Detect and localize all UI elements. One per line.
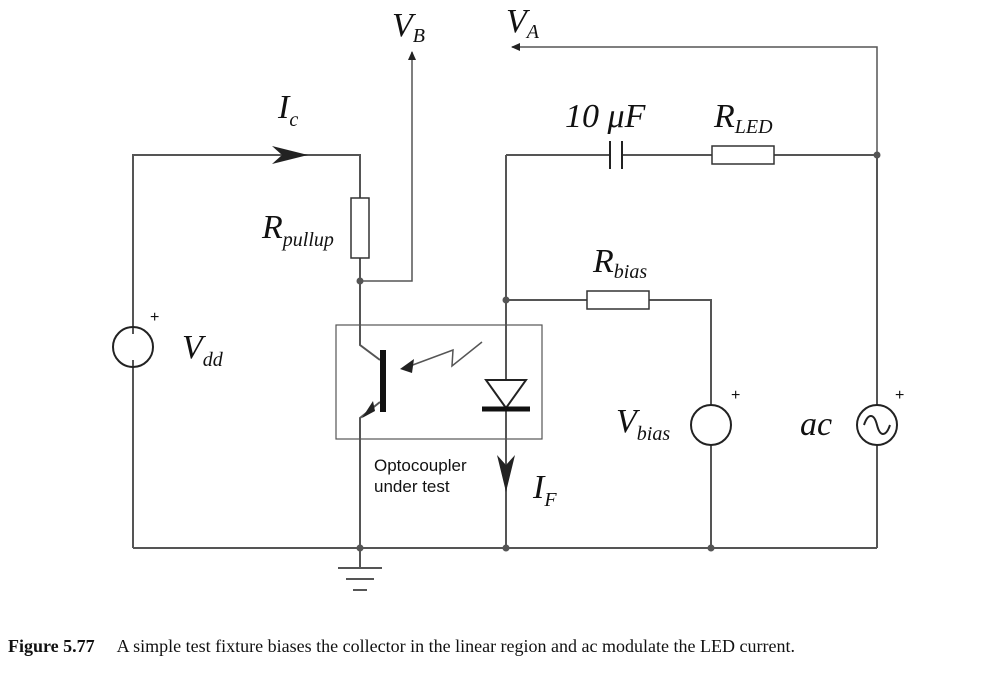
figure-number: Figure 5.77 <box>8 636 95 656</box>
wire-pullup-collector <box>359 258 381 361</box>
resistor-led <box>711 145 775 165</box>
ac-source-icon <box>856 404 898 446</box>
plus-ac: + <box>895 387 904 404</box>
vdd-source-icon <box>112 326 154 368</box>
node-right-top <box>873 151 881 159</box>
resistor-pullup <box>350 197 370 259</box>
node-ground-vbias <box>707 544 715 552</box>
label-vbias: Vbias <box>616 403 670 445</box>
led-diode-icon <box>484 379 528 410</box>
ic-arrow <box>272 146 308 164</box>
if-arrow <box>497 455 515 492</box>
node-ground-led <box>502 544 510 552</box>
wire-rbias-right <box>649 299 712 405</box>
wire-emitter-ground <box>359 401 381 548</box>
figure-caption: Figure 5.77 A simple test fixture biases … <box>8 636 993 657</box>
caption-text: A simple test fixture biases the collect… <box>116 636 795 656</box>
optocoupler-label-line1: Optocoupler <box>374 456 467 475</box>
label-va: VA <box>506 3 540 43</box>
label-capacitor: 10 μF <box>565 98 647 135</box>
ac-sine-icon <box>863 415 891 435</box>
plus-vbias: + <box>731 387 740 404</box>
label-vdd: Vdd <box>182 329 224 371</box>
optocoupler-box <box>335 324 543 440</box>
plus-vdd: + <box>150 309 159 326</box>
wire-va <box>511 43 878 155</box>
wire-vb <box>360 51 416 282</box>
optocoupler-label-line2: under test <box>374 477 450 496</box>
label-ic: Ic <box>277 89 298 131</box>
wire-vdd-top <box>132 154 361 334</box>
light-arrowhead <box>400 359 414 373</box>
node-rbias <box>502 296 510 304</box>
schematic-svg: VB VA Ic 10 μF RLED Rpullup Rbias Vdd Vb… <box>112 3 904 591</box>
label-vb: VB <box>392 7 425 47</box>
vbias-source-icon <box>690 404 732 446</box>
label-ac: ac <box>800 406 832 443</box>
label-if: IF <box>532 469 557 511</box>
label-rled: RLED <box>713 98 773 138</box>
label-rbias: Rbias <box>592 243 647 283</box>
transistor-emitter-arrow <box>362 401 375 418</box>
light-arrow-icon <box>409 341 483 368</box>
resistor-bias <box>586 290 650 310</box>
node-ground-left <box>356 544 364 552</box>
node-pullup <box>356 277 364 285</box>
label-rpullup: Rpullup <box>261 209 334 251</box>
